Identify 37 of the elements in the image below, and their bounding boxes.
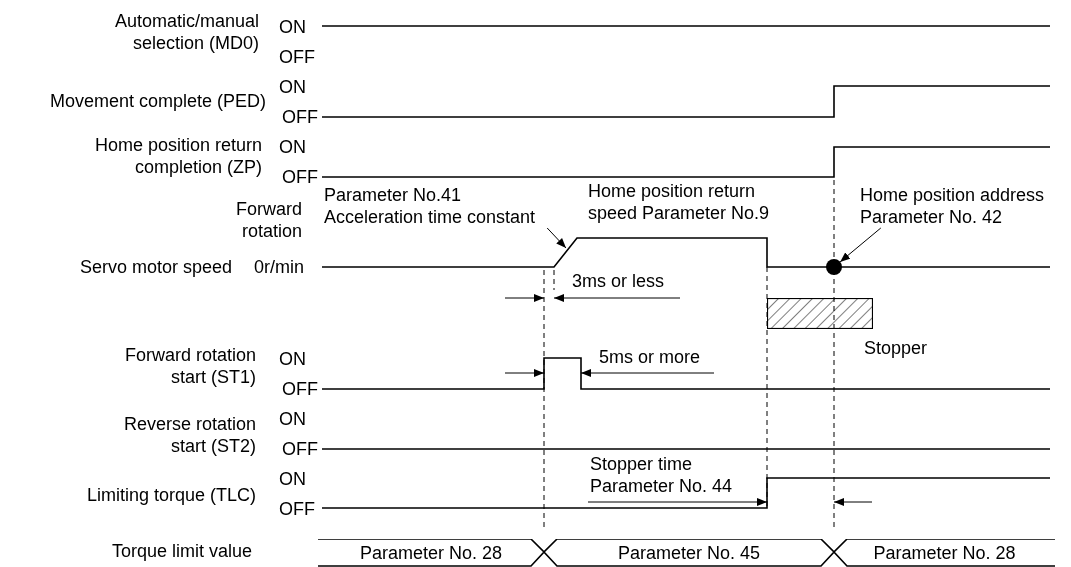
label-text: ON: [279, 468, 306, 490]
label-text: ON: [279, 76, 306, 98]
label-text: OFF: [282, 378, 318, 400]
label-text: OFF: [282, 438, 318, 460]
stopper-label: Stopper: [864, 337, 928, 359]
label-text: Stopper time Parameter No. 44: [590, 453, 734, 497]
label-text: Movement complete (PED): [48, 90, 266, 112]
label-text: Home position return completion (ZP): [93, 134, 262, 178]
label-text: 5ms or more: [599, 346, 701, 368]
annotation-text: Parameter No.41: [324, 184, 463, 206]
leader-line: [839, 227, 882, 263]
label-text: ON: [279, 348, 306, 370]
leader-line: [546, 227, 567, 249]
label-text: Forward rotation start (ST1): [123, 344, 256, 388]
label-text: Limiting torque (TLC): [85, 484, 256, 506]
annotation-text: Parameter No. 42: [860, 206, 1004, 228]
annotation-text: Home position address: [860, 184, 1046, 206]
label-text: Reverse rotation start (ST2): [122, 413, 256, 457]
label-text: Automatic/manual selection (MD0): [113, 10, 259, 54]
label-text: ON: [279, 408, 306, 430]
label-text: Forward rotation: [235, 198, 302, 242]
label-text: OFF: [279, 46, 315, 68]
annotation-text: Acceleration time constant: [324, 206, 537, 228]
label-text: OFF: [282, 166, 318, 188]
label-text: 0r/min: [254, 256, 304, 278]
bus-segment: Parameter No. 45: [544, 539, 834, 567]
label-text: Servo motor speed: [78, 256, 232, 278]
bus-segment: Parameter No. 28: [318, 539, 544, 567]
label-text: OFF: [279, 498, 315, 520]
dot-marker: [826, 259, 842, 275]
label-text: Home position return speed Parameter No.9: [588, 180, 771, 224]
label-text: 3ms or less: [572, 270, 665, 292]
label-text: ON: [279, 136, 306, 158]
label-text: OFF: [282, 106, 318, 128]
label-text: ON: [279, 16, 306, 38]
bus-segment: Parameter No. 28: [834, 539, 1055, 567]
label-text: Torque limit value: [110, 540, 252, 562]
